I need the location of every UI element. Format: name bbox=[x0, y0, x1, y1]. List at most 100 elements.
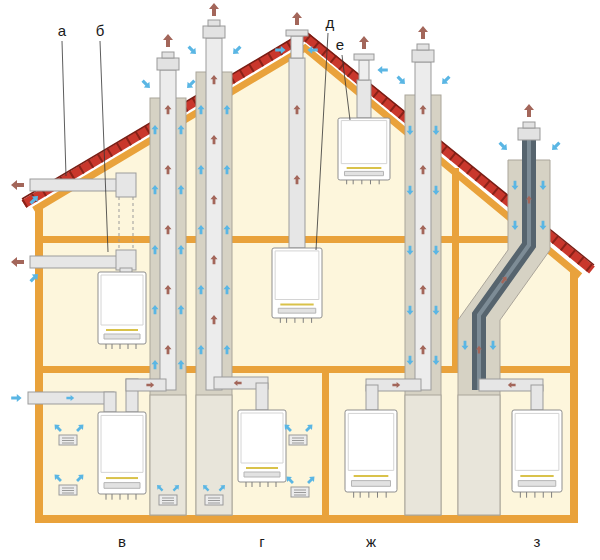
chimney-shaft bbox=[523, 122, 535, 128]
chimney-shaft bbox=[479, 140, 529, 390]
air-arrow bbox=[171, 483, 181, 493]
air-arrow bbox=[377, 66, 387, 74]
flue-pipe bbox=[357, 80, 371, 118]
air-arrow bbox=[11, 44, 562, 493]
flue-gas-arrow bbox=[211, 135, 218, 144]
flue-gas-arrow bbox=[392, 382, 400, 388]
flue-pipe bbox=[30, 256, 120, 268]
flue-pipe bbox=[354, 54, 374, 60]
chimney-shaft bbox=[206, 38, 222, 390]
air-arrow bbox=[433, 356, 440, 365]
chimney-shaft bbox=[479, 140, 529, 390]
chimney-shaft bbox=[162, 52, 174, 58]
air-arrow bbox=[407, 246, 414, 255]
flue-gas-arrow bbox=[524, 104, 534, 117]
air-vent bbox=[291, 487, 309, 497]
roof bbox=[24, 36, 592, 270]
air-arrow bbox=[178, 360, 185, 369]
air-arrow bbox=[198, 105, 205, 114]
callout-letter: д bbox=[324, 15, 337, 30]
house-frame bbox=[570, 270, 578, 523]
air-arrow bbox=[275, 46, 285, 54]
chimney-shaft bbox=[518, 128, 540, 140]
flue-pipe bbox=[366, 385, 378, 410]
chimney-shaft bbox=[203, 26, 225, 38]
air-arrow bbox=[198, 345, 205, 354]
callout-letter: в bbox=[116, 534, 128, 549]
roof bbox=[34, 48, 580, 276]
flue-gas-arrow bbox=[163, 34, 173, 47]
air-arrow bbox=[407, 356, 414, 365]
flue-gas-arrow bbox=[11, 257, 24, 267]
air-arrow bbox=[52, 422, 63, 433]
flue-gas-arrow bbox=[211, 75, 218, 84]
callout-letter: б bbox=[94, 23, 107, 38]
air-arrow bbox=[152, 305, 159, 314]
air-arrow bbox=[512, 181, 519, 190]
flue-gas-arrow bbox=[526, 196, 532, 204]
chimney-shaft bbox=[417, 44, 429, 50]
air-arrow bbox=[282, 422, 293, 433]
flue-gas-arrow bbox=[209, 3, 219, 16]
air-arrow bbox=[178, 245, 185, 254]
flue-gas-arrow bbox=[294, 105, 301, 114]
air-arrow bbox=[152, 125, 159, 134]
air-vent bbox=[59, 435, 77, 445]
flue-gas-arrow bbox=[211, 195, 218, 204]
flue-pipe bbox=[286, 30, 308, 36]
flue-pipe bbox=[289, 58, 305, 248]
air-arrow bbox=[395, 74, 408, 87]
house-frame bbox=[35, 515, 578, 523]
air-arrow bbox=[66, 395, 74, 401]
gas-boiler bbox=[238, 410, 286, 487]
air-vent bbox=[59, 485, 77, 495]
air-vent bbox=[59, 435, 309, 505]
chimney-shaft bbox=[415, 62, 431, 390]
gas-boiler bbox=[338, 118, 390, 184]
air-arrow bbox=[433, 306, 440, 315]
flue-gas-arrow bbox=[420, 345, 427, 354]
air-arrow bbox=[178, 125, 185, 134]
air-arrow bbox=[178, 305, 185, 314]
air-vent bbox=[159, 495, 177, 505]
flue-pipe bbox=[116, 250, 136, 270]
gas-boiler bbox=[98, 118, 562, 500]
air-arrow bbox=[152, 360, 159, 369]
chimney-shaft bbox=[405, 395, 441, 515]
flue-pipe bbox=[256, 383, 268, 410]
flue-gas-arrow bbox=[420, 225, 427, 234]
air-arrow bbox=[433, 186, 440, 195]
air-arrow bbox=[284, 474, 295, 485]
gas-boiler bbox=[512, 410, 562, 498]
air-arrow bbox=[198, 285, 205, 294]
callout-letter: а bbox=[56, 23, 68, 38]
air-arrow bbox=[11, 394, 21, 402]
flue-pipe bbox=[291, 36, 303, 58]
air-arrow bbox=[186, 44, 199, 57]
gas-boiler bbox=[272, 248, 322, 323]
flue-pipe bbox=[104, 392, 116, 412]
flue-gas-arrow bbox=[292, 12, 302, 25]
air-arrow bbox=[462, 341, 469, 350]
air-arrow bbox=[224, 345, 231, 354]
alternative-route bbox=[133, 197, 134, 250]
flue-gas-arrow bbox=[211, 255, 218, 264]
air-arrow bbox=[439, 74, 452, 87]
air-vent bbox=[205, 495, 223, 505]
flue-gas-arrow bbox=[294, 175, 301, 184]
leader-line bbox=[342, 55, 350, 120]
air-arrow bbox=[28, 193, 41, 206]
chimney-shaft bbox=[412, 50, 434, 62]
air-arrow bbox=[224, 225, 231, 234]
chimney-shaft bbox=[160, 70, 176, 390]
house-interior bbox=[40, 45, 575, 520]
alternative-route bbox=[119, 197, 133, 250]
flue-pipe bbox=[30, 179, 120, 191]
flue-gas-arrow bbox=[499, 275, 508, 285]
flue-pipe bbox=[531, 385, 543, 410]
air-arrow bbox=[224, 285, 231, 294]
flue-gas-arrow bbox=[165, 345, 172, 354]
